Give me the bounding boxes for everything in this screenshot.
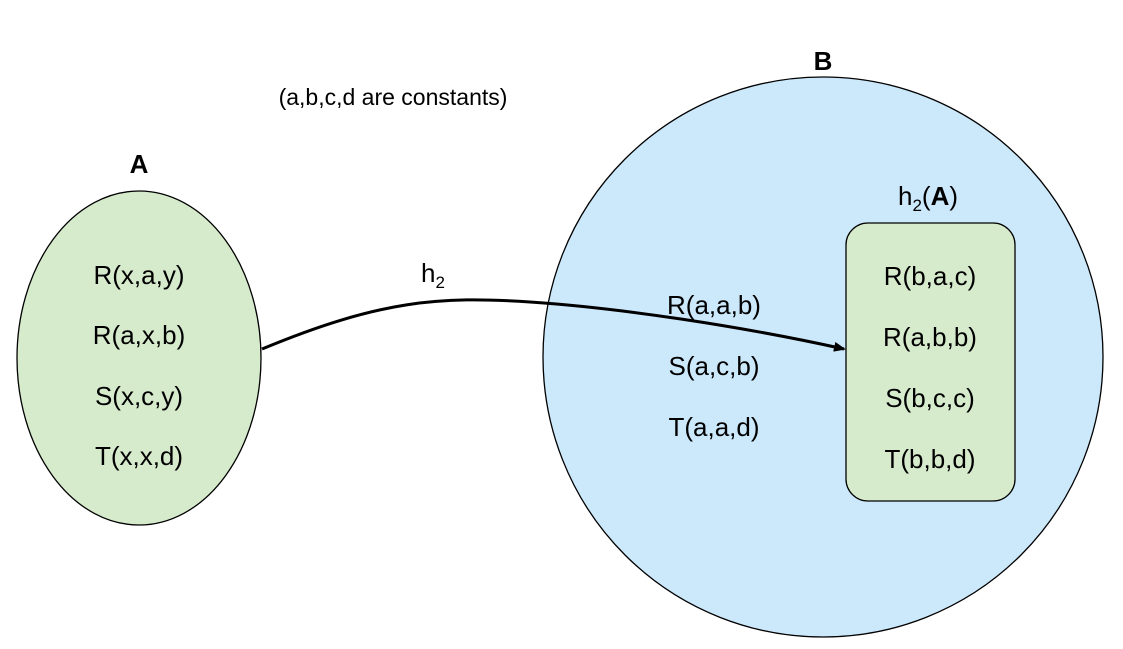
set-a-title: A [130,149,149,179]
set-b-title: B [814,46,833,76]
image-atom: R(a,b,b) [883,322,977,352]
set-a-atom: R(x,a,y) [94,260,185,290]
mapping-label: h2 [421,258,445,292]
constants-note: (a,b,c,d are constants) [279,84,508,110]
mapping-label-letter: h [421,258,435,288]
set-a-atom: T(x,x,d) [95,441,183,471]
image-title: h2(A) [898,181,958,215]
image-title-prefix: h [898,181,912,211]
mapping-arrow [261,298,846,352]
set-a-atom: R(a,x,b) [93,320,185,350]
set-a-ellipse [16,190,262,526]
image-atom: R(b,a,c) [884,261,976,291]
image-title-open: ( [922,181,931,211]
set-b-atom: T(a,a,d) [668,412,759,442]
set-b-atom: S(a,c,b) [668,351,759,381]
image-atom: S(b,c,c) [885,383,975,413]
image-atom: T(b,b,d) [884,444,975,474]
mapping-label-subscript: 2 [435,273,444,292]
image-box [845,222,1016,502]
image-title-subscript: 2 [912,196,921,215]
set-a-atom: S(x,c,y) [95,381,183,411]
set-b-circle [542,76,1104,638]
image-title-bold: A [931,181,950,211]
image-title-close: ) [949,181,958,211]
set-b-atom: R(a,a,b) [667,290,761,320]
